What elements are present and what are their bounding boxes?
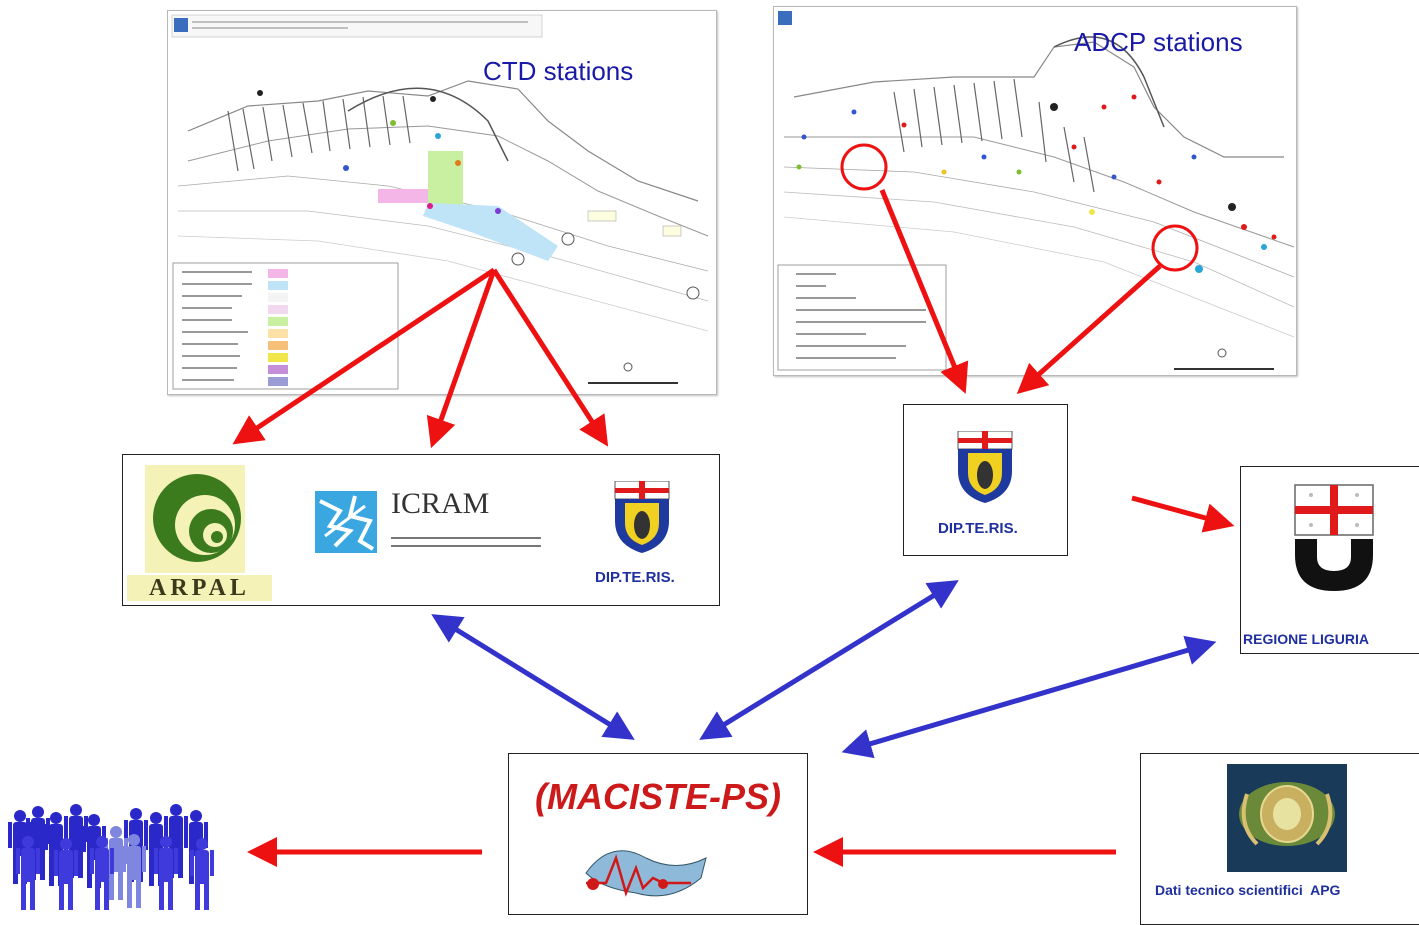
arrow-dipteris-maciste xyxy=(699,580,959,740)
arpal-logo: ARPAL xyxy=(127,463,272,601)
regione-liguria-label: REGIONE LIGURIA xyxy=(1243,631,1370,647)
maciste-ps-box: (MACISTE-PS) xyxy=(508,753,808,915)
dipteris-box: DIP.TE.RIS. xyxy=(903,404,1068,556)
regione-liguria-box: REGIONE LIGURIA xyxy=(1240,466,1419,654)
public-users xyxy=(6,776,218,912)
arpal-logo-icon xyxy=(127,465,272,601)
maciste-logo-icon xyxy=(585,850,707,897)
dipteris-label: DIP.TE.RIS. xyxy=(938,520,1018,537)
crowd-icon xyxy=(8,804,214,912)
dipteris-partner-logo xyxy=(607,480,677,561)
arrow-regione-maciste xyxy=(841,635,1217,759)
ctd-stations-map: CTD stations xyxy=(167,10,717,395)
arrow-dipteris-to-regione xyxy=(1131,495,1235,533)
icram-text: ICRAM xyxy=(391,487,490,520)
genova-shield-icon xyxy=(614,480,670,553)
ctd-map-drawing xyxy=(171,14,709,390)
arrow-partners-maciste xyxy=(431,614,635,740)
ctd-stations-label: CTD stations xyxy=(483,56,634,86)
dipteris-partner-label: DIP.TE.RIS. xyxy=(595,569,675,586)
partners-box: ARPAL ICRAM DIP.TE.RIS. xyxy=(122,454,720,606)
adcp-stations-map: ADCP stations xyxy=(773,6,1297,376)
maciste-ps-title: (MACISTE-PS) xyxy=(535,776,781,817)
icram-logo: ICRAM xyxy=(315,487,555,571)
apg-label: Dati tecnico scientifici APG xyxy=(1155,882,1341,898)
apg-box: Dati tecnico scientifici APG xyxy=(1140,753,1419,925)
arpal-text: ARPAL xyxy=(149,575,250,601)
icram-logo-icon xyxy=(315,491,377,553)
apg-emblem-icon xyxy=(1227,764,1347,872)
liguria-shield-icon xyxy=(1294,484,1374,591)
genova-shield-icon xyxy=(957,431,1013,503)
adcp-map-drawing xyxy=(777,11,1295,371)
adcp-stations-label: ADCP stations xyxy=(1074,27,1243,57)
